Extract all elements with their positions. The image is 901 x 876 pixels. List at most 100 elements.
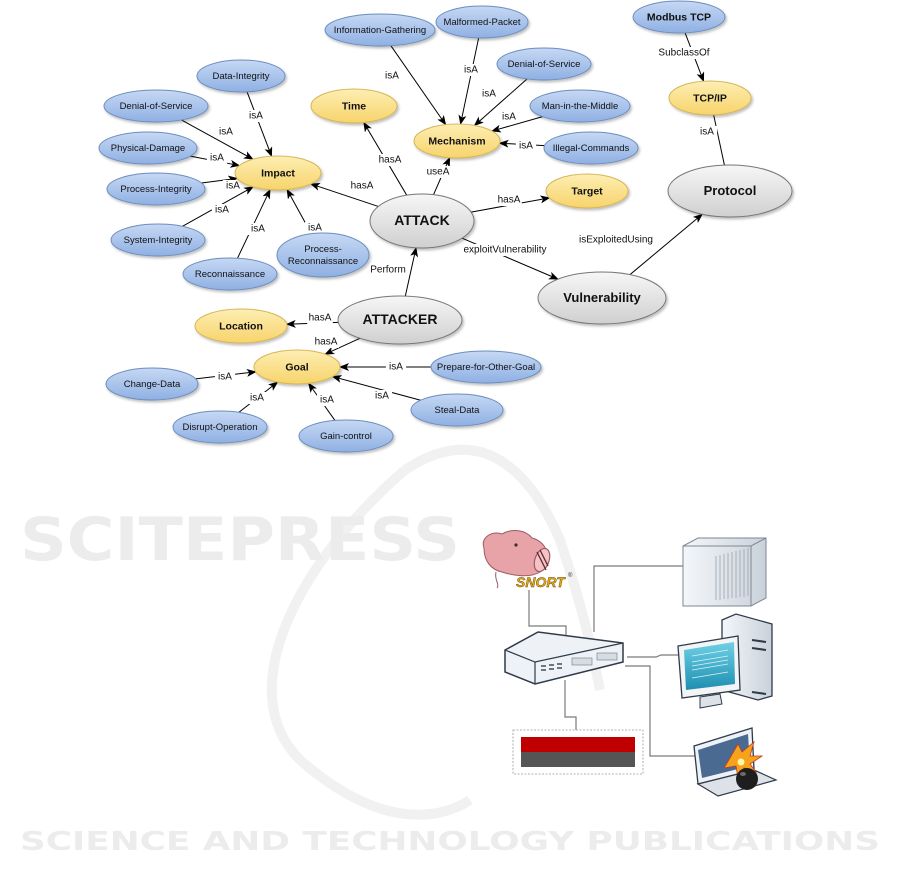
node-ellipse bbox=[545, 173, 629, 209]
ontology-node-dos-impact: Denial-of-Service bbox=[103, 89, 209, 123]
edge-line bbox=[458, 37, 480, 126]
node-ellipse bbox=[324, 13, 436, 47]
edge-label-background bbox=[206, 152, 228, 164]
edge-label: SubclassOf bbox=[658, 48, 709, 59]
link-switch-laptop bbox=[625, 665, 700, 757]
node-label: Goal bbox=[285, 361, 308, 373]
node-ellipse bbox=[196, 59, 286, 93]
ontology-node-gain-control: Gain-control bbox=[298, 419, 394, 453]
network-links bbox=[528, 565, 700, 757]
edge-line bbox=[490, 116, 543, 133]
edge-label-background bbox=[214, 371, 236, 383]
edge-label-background bbox=[247, 223, 269, 235]
node-ellipse bbox=[253, 349, 341, 385]
edge-label: isA bbox=[320, 395, 334, 406]
node-label: TCP/IP bbox=[693, 92, 727, 104]
ontology-node-goal: Goal bbox=[253, 349, 341, 385]
ontology-node-tcpip: TCP/IP bbox=[668, 80, 752, 116]
ontology-node-steal-data: Steal-Data bbox=[410, 393, 504, 427]
ontology-nodes: ATTACKATTACKERVulnerabilityProtocolImpac… bbox=[98, 0, 793, 453]
ontology-node-location: Location bbox=[194, 308, 288, 344]
node-label: Target bbox=[571, 185, 603, 197]
edge-label-background bbox=[245, 110, 267, 122]
node-label: System-Integrity bbox=[124, 235, 193, 246]
edge-label: hasA bbox=[498, 195, 521, 206]
node-ellipse bbox=[298, 419, 394, 453]
edge-label: isA bbox=[308, 223, 322, 234]
node-label: ATTACK bbox=[394, 212, 449, 228]
edge-line bbox=[473, 78, 528, 127]
edge-line bbox=[181, 119, 254, 160]
node-label: Modbus TCP bbox=[647, 11, 711, 23]
ontology-node-protocol: Protocol bbox=[667, 164, 793, 218]
node-ellipse bbox=[106, 172, 206, 206]
ontology-node-attack: ATTACK bbox=[369, 193, 475, 249]
node-label: Time bbox=[342, 100, 366, 112]
edge-label-background bbox=[211, 204, 233, 216]
edge-label-background bbox=[316, 394, 338, 406]
node-ellipse bbox=[234, 155, 322, 191]
ontology-node-change-data: Change-Data bbox=[105, 367, 199, 401]
node-label-line: Reconnaissance bbox=[288, 256, 358, 267]
edge-label-background bbox=[371, 390, 393, 402]
node-ellipse bbox=[110, 223, 206, 257]
edge-label-background bbox=[349, 180, 375, 192]
edge-label: useA bbox=[427, 167, 450, 178]
node-ellipse bbox=[668, 80, 752, 116]
ontology-edge-attack-to-time: hasA bbox=[363, 121, 408, 196]
node-ellipse bbox=[103, 89, 209, 123]
node-label: Information-Gathering bbox=[334, 25, 426, 36]
ontology-edge-dos_impact-to-impact: isA bbox=[181, 119, 254, 160]
ontology-edge-info_gathering-to-mechanism: isA bbox=[381, 45, 447, 126]
edge-label: isA bbox=[519, 141, 533, 152]
edge-label-background bbox=[498, 111, 520, 123]
edge-label: isA bbox=[250, 393, 264, 404]
snort-logo-text: SNORT bbox=[516, 574, 566, 590]
network-switch-icon bbox=[504, 631, 624, 685]
node-label: Data-Integrity bbox=[212, 71, 269, 82]
node-label: Change-Data bbox=[124, 379, 181, 390]
edge-line bbox=[331, 375, 421, 401]
edge-label: hasA bbox=[379, 155, 402, 166]
node-ellipse bbox=[543, 131, 639, 165]
node-label-line: Process- bbox=[304, 244, 341, 255]
edge-label-background bbox=[496, 194, 522, 206]
edge-label-background bbox=[215, 126, 237, 138]
node-ellipse bbox=[98, 131, 198, 165]
edge-label: isA bbox=[215, 205, 229, 216]
edge-label-background bbox=[570, 234, 662, 246]
edge-label-background bbox=[655, 47, 713, 59]
node-ellipse bbox=[194, 308, 288, 344]
edge-label-background bbox=[367, 264, 409, 276]
ontology-edge-change_data-to-goal: isA bbox=[195, 368, 257, 383]
ontology-edge-disrupt_operation-to-goal: isA bbox=[238, 381, 279, 413]
ontology-node-impact: Impact bbox=[234, 155, 322, 191]
edge-label-background bbox=[449, 244, 561, 256]
node-ellipse bbox=[667, 164, 793, 218]
ontology-edge-mitm-to-mechanism: isA bbox=[490, 111, 543, 133]
watermark-title: SCITEPRESS bbox=[20, 505, 460, 575]
node-ellipse bbox=[435, 5, 529, 39]
edge-label: isA bbox=[385, 71, 399, 82]
node-label: Vulnerability bbox=[563, 290, 641, 305]
edge-label: Perform bbox=[370, 265, 406, 276]
node-ellipse bbox=[632, 0, 726, 34]
ontology-node-illegal-commands: Illegal-Commands bbox=[543, 131, 639, 165]
node-label: Illegal-Commands bbox=[553, 143, 630, 154]
link-switch-workstation bbox=[627, 654, 680, 658]
ontology-node-process-recon: Process-Reconnaissance bbox=[276, 232, 370, 278]
ontology-edge-dos_mech-to-mechanism: isA bbox=[473, 78, 528, 127]
ontology-edge-steal_data-to-goal: isA bbox=[331, 375, 421, 402]
edge-label-background bbox=[222, 180, 244, 192]
node-label: Mechanism bbox=[428, 135, 485, 147]
edge-label-background bbox=[307, 312, 333, 324]
node-ellipse bbox=[310, 88, 398, 124]
edge-line bbox=[201, 175, 239, 184]
edge-label-background bbox=[304, 222, 326, 234]
edge-label: isA bbox=[226, 181, 240, 192]
ontology-edge-attacker-to-attack: Perform bbox=[367, 246, 418, 297]
node-label: Man-in-the-Middle bbox=[542, 101, 619, 112]
node-label: Denial-of-Service bbox=[120, 101, 193, 112]
